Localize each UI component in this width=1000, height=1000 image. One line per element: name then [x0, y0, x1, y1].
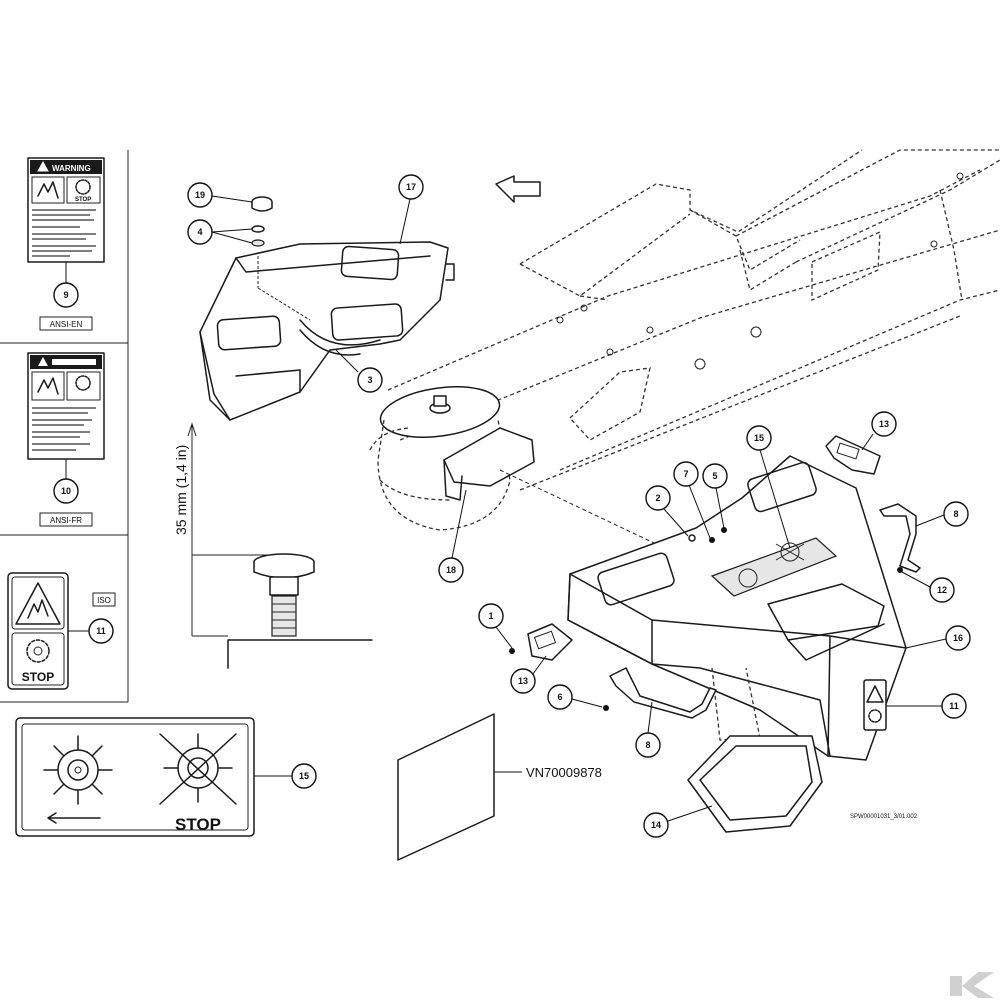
decal-panel: WARNING STOP 9 ANSI-EN [0, 150, 129, 703]
warning-title: WARNING [52, 164, 91, 173]
label-ansi-fr: ANSI-FR [50, 516, 82, 525]
rotating-blade-hand-icon [27, 599, 49, 619]
arrow-direction-icon [47, 812, 101, 824]
iso-decal: STOP ISO 11 [7, 572, 116, 690]
warning-triangle-icon [38, 357, 48, 366]
callout-17: 17 [406, 182, 416, 192]
callout-19: 19 [195, 190, 205, 200]
label-plate-top [825, 435, 881, 475]
warning-decal-ansi-fr: 10 ANSI-FR [27, 352, 105, 527]
guard-cover [199, 241, 455, 421]
document-code: VN70009878 [526, 765, 602, 780]
gear-stop-icon [159, 733, 237, 805]
locking-knob [253, 553, 315, 637]
callout-6: 6 [557, 692, 562, 702]
drawing-reference: SPW00001031_3/01.002 [850, 814, 918, 820]
callout-15-housing: 15 [754, 433, 764, 443]
tray-plate [687, 735, 823, 833]
document-sheet: VN70009878 [397, 713, 602, 861]
callout-9: 9 [63, 290, 68, 300]
callout-10: 10 [61, 486, 71, 496]
brand-logo-icon [950, 972, 994, 998]
callout-12: 12 [937, 585, 947, 595]
label-stop-decal: STOP [175, 815, 221, 834]
label-ansi-en: ANSI-EN [50, 320, 83, 329]
callout-15-decal: 15 [299, 771, 309, 781]
callout-4: 4 [197, 227, 202, 237]
main-frame-outline [387, 149, 1000, 491]
gear-stop-icon [75, 179, 91, 195]
callout-3: 3 [367, 375, 372, 385]
direction-arrow-icon [495, 175, 541, 203]
gear-icon [43, 735, 113, 805]
label-plate-small [527, 623, 573, 661]
knob-height-detail: 35 mm (1,4 in) [173, 422, 373, 669]
callout-8-lower: 8 [645, 740, 650, 750]
callout-8-upper: 8 [953, 509, 958, 519]
callout-7: 7 [683, 469, 688, 479]
label-stop-iso: STOP [22, 670, 54, 684]
callout-1: 1 [488, 611, 493, 621]
callout-13-upper: 13 [879, 419, 889, 429]
svg-text:STOP: STOP [75, 197, 91, 203]
callouts: 19 4 17 3 18 1 13 6 8 2 [187, 174, 971, 838]
dimension-label: 35 mm (1,4 in) [173, 445, 189, 535]
rotating-blade-hand-icon [37, 181, 59, 199]
callout-18: 18 [446, 565, 456, 575]
main-housing [567, 455, 907, 761]
gear-stop-icon [75, 375, 91, 391]
callout-11-housing: 11 [949, 701, 959, 711]
rotating-blade-hand-icon [37, 377, 59, 395]
label-iso: ISO [97, 596, 111, 605]
warning-triangle-icon [15, 582, 61, 625]
callout-5: 5 [712, 471, 717, 481]
cutting-disc-assembly [369, 386, 691, 561]
callout-16: 16 [953, 633, 963, 643]
callout-11-iso: 11 [96, 626, 106, 636]
gear-stop-icon [26, 639, 50, 663]
knob-and-washers [251, 196, 273, 247]
warning-triangle-icon [37, 160, 49, 172]
warning-decal-ansi-en: WARNING STOP 9 ANSI-EN [27, 157, 105, 331]
rotation-stop-decal: STOP 15 [15, 717, 317, 837]
callout-2: 2 [655, 493, 660, 503]
handles [609, 503, 921, 719]
callout-13-lower: 13 [518, 676, 528, 686]
callout-14: 14 [651, 820, 661, 830]
